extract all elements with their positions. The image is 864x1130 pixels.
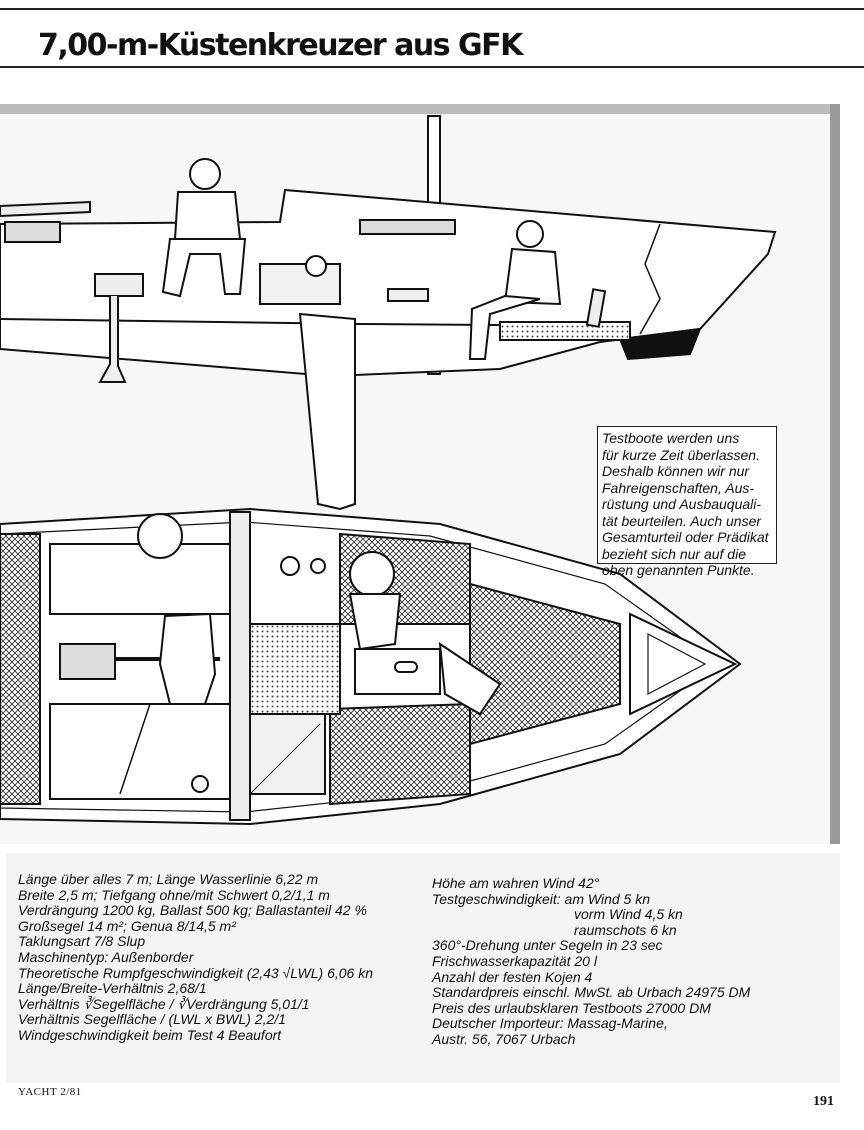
note-line: oben genannten Punkte. <box>602 562 755 578</box>
spec-line: Höhe am wahren Wind 42° <box>432 875 600 891</box>
spec-line: Länge über alles 7 m; Länge Wasserlinie … <box>18 871 319 887</box>
specs-left-column: Länge über alles 7 m; Länge Wasserlinie … <box>18 871 418 1044</box>
note-line: für kurze Zeit überlassen. <box>602 446 760 463</box>
title-underline <box>0 66 864 68</box>
note-line: tät beurteilen. Auch unser <box>602 512 762 529</box>
note-line: Testboote werden uns <box>602 430 740 446</box>
spec-line: Preis des urlaubsklaren Testboots 27000 … <box>432 999 711 1016</box>
plan-view-drawing <box>0 507 742 826</box>
side-profile-drawing <box>0 115 777 511</box>
note-line: Fahreigenschaften, Aus- <box>602 479 755 496</box>
article-title: 7,00-m-Küstenkreuzer aus GFK <box>38 28 523 63</box>
note-line: rüstung und Ausbauquali- <box>602 496 762 512</box>
test-disclaimer-note: Testboote werden uns für kurze Zeit über… <box>597 426 777 578</box>
note-line: Deshalb können wir nur <box>602 463 750 479</box>
spec-line: Windgeschwindigkeit beim Test 4 Beaufort <box>18 1026 282 1043</box>
spec-line: Verhältnis ∛Segelfläche / ∛Verdrängung 5… <box>18 995 310 1012</box>
magazine-issue: YACHT 2/81 <box>18 1086 82 1098</box>
spec-line: 360°-Drehung unter Segeln in 23 sec <box>432 937 663 954</box>
spec-line: Maschinentyp: Außenborder <box>18 948 194 965</box>
spec-line: Breite 2,5 m; Tiefgang ohne/mit Schwert … <box>18 886 330 903</box>
specs-right-column: Höhe am wahren Wind 42° Testgeschwindigk… <box>432 875 812 1048</box>
spec-line: Taklungsart 7/8 Slup <box>18 933 146 950</box>
spec-line: Deutscher Importeur: Massag-Marine, <box>432 1015 668 1032</box>
note-line: bezieht sich nur auf die <box>602 545 746 562</box>
specifications-panel <box>6 853 840 1083</box>
spec-line: vorm Wind 4,5 kn <box>574 906 683 923</box>
boat-illustration <box>0 104 840 844</box>
note-line: Gesamturteil oder Prädikat <box>602 529 769 545</box>
spec-line: Testgeschwindigkeit: am Wind 5 kn <box>432 890 651 907</box>
spec-line: Standardpreis einschl. MwSt. ab Urbach 2… <box>432 984 751 1001</box>
spec-line: Großsegel 14 m²; Genua 8/14,5 m² <box>18 917 236 934</box>
top-rule <box>0 8 864 10</box>
spec-line: Verhältnis Segelfläche / (LWL x BWL) 2,2… <box>18 1011 286 1028</box>
spec-line: Frischwasserkapazität 20 l <box>432 952 597 969</box>
spec-line: Länge/Breite-Verhältnis 2,68/1 <box>18 980 207 997</box>
spec-line: Theoretische Rumpfgeschwindigkeit (2,43 … <box>18 964 374 981</box>
spec-line: Austr. 56, 7067 Urbach <box>432 1030 576 1047</box>
spec-line: Verdrängung 1200 kg, Ballast 500 kg; Bal… <box>18 902 367 919</box>
spec-line: Anzahl der festen Kojen 4 <box>432 968 593 985</box>
spec-line: raumschots 6 kn <box>574 921 677 938</box>
page-number: 191 <box>813 1094 834 1109</box>
